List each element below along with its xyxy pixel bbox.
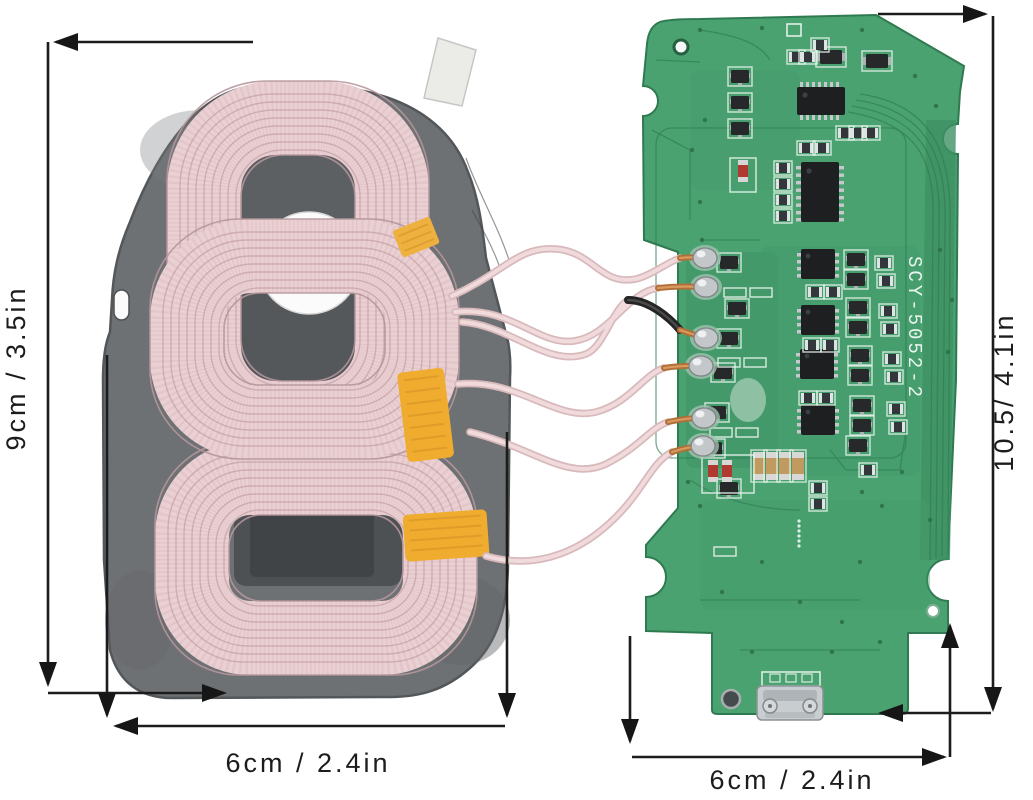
micro-usb-port xyxy=(756,671,824,721)
dimension-pcb-width xyxy=(621,623,959,766)
label-pcb-height: 10.5/ 4.1in xyxy=(989,312,1019,471)
pcb-via-column xyxy=(797,519,801,548)
kapton-tape-bottom xyxy=(402,509,490,562)
pcb-board: SCY-5052-2 xyxy=(641,13,966,721)
black-wire-segment xyxy=(624,296,684,334)
pcb-hole-bottom-right xyxy=(926,604,940,618)
coil-bottom xyxy=(154,440,490,676)
ferrite-patch xyxy=(250,497,374,577)
coil-pad-assembly xyxy=(101,37,512,700)
kapton-tape-middle xyxy=(397,367,454,462)
dimension-coil-height xyxy=(39,33,253,702)
ferrite-window-middle xyxy=(228,294,362,394)
kapton-tape-small xyxy=(393,217,440,258)
dimension-annotations xyxy=(39,5,1002,766)
pad-tab xyxy=(423,37,477,107)
pcb-hole-bottom-left xyxy=(720,688,742,710)
dimension-coil-width xyxy=(98,355,516,735)
coil-middle xyxy=(149,217,460,462)
label-coil-height: 9cm / 3.5in xyxy=(1,285,31,450)
lead-wires xyxy=(448,245,722,565)
pcb-model-label: SCY-5052-2 xyxy=(903,256,925,400)
label-coil-width: 6cm / 2.4in xyxy=(225,748,390,778)
label-pcb-width: 6cm / 2.4in xyxy=(709,765,874,795)
pcb-silk-box xyxy=(786,23,802,37)
pad-slot-hole xyxy=(113,289,130,321)
pcb-hole-top-left xyxy=(672,38,690,56)
dimension-pcb-height xyxy=(878,5,1002,722)
pcb-vias xyxy=(685,25,955,655)
pad-scratch xyxy=(465,157,510,269)
pcb-components xyxy=(700,37,908,557)
